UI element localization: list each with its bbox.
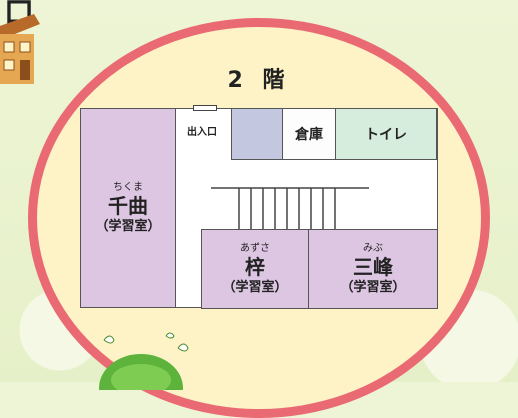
- entrance-door-icon: [193, 105, 217, 111]
- room-chikuma-name: 千曲: [108, 193, 148, 218]
- stairs-icon: [211, 187, 369, 229]
- room-mibu[interactable]: みぶ 三峰 （学習室）: [308, 229, 438, 309]
- room-azusa[interactable]: あずさ 梓 （学習室）: [201, 229, 309, 309]
- floor-plan: 出入口 ちくま 千曲 （学習室） 倉庫 トイレ あずさ 梓 （学習室） みぶ 三…: [80, 105, 438, 309]
- room-mibu-name: 三峰: [353, 254, 393, 279]
- room-azusa-name: 梓: [245, 254, 265, 279]
- room-chikuma-furigana: ちくま: [113, 181, 143, 193]
- room-azusa-furigana: あずさ: [240, 242, 270, 254]
- room-mibu-furigana: みぶ: [363, 242, 383, 254]
- room-toilet[interactable]: トイレ: [335, 108, 437, 160]
- mascot-character-icon: [99, 332, 189, 390]
- room-storage-label: 倉庫: [295, 127, 323, 143]
- room-gray: [231, 108, 283, 160]
- room-chikuma[interactable]: ちくま 千曲 （学習室）: [80, 108, 176, 308]
- room-azusa-type: （学習室）: [222, 279, 288, 295]
- room-chikuma-type: （学習室）: [95, 218, 161, 234]
- floor-title: 2 階: [227, 68, 291, 93]
- entrance-label: 出入口: [187, 127, 217, 138]
- room-mibu-type: （学習室）: [340, 279, 406, 295]
- room-storage[interactable]: 倉庫: [282, 108, 336, 160]
- building-icon: [0, 14, 40, 84]
- room-toilet-label: トイレ: [365, 127, 407, 143]
